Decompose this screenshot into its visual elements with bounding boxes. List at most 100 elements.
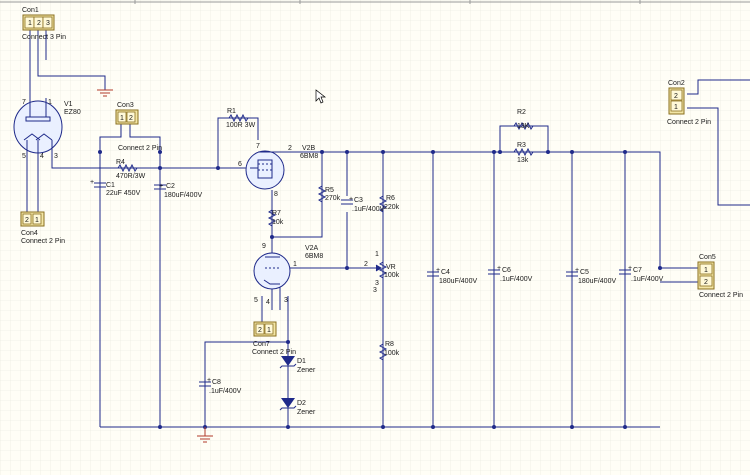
con4-desc: Connect 2 Pin <box>21 238 65 245</box>
c4-ref: C4 <box>441 269 450 276</box>
capacitor-c5[interactable]: + C5 180uF/400V <box>566 267 616 285</box>
d2-ref: D2 <box>297 400 306 407</box>
resistor-r8[interactable]: R8 100k 3 <box>373 287 400 361</box>
capacitor-c7[interactable]: + C7 .1uF/400V <box>619 265 664 283</box>
ground-symbol-top <box>97 89 113 97</box>
resistor-r6[interactable]: R6 220k <box>378 195 400 213</box>
con3-ref: Con3 <box>117 102 134 109</box>
con7-pin-1: 1 <box>267 327 271 334</box>
connector-con5[interactable]: 1 2 Con5 Connect 2 Pin <box>697 254 743 299</box>
capacitor-c4[interactable]: + C4 180uF/400V <box>427 267 477 285</box>
c1-ref: C1 <box>106 182 115 189</box>
con3-desc: Connect 2 Pin <box>118 145 162 152</box>
v1-pin-7: 7 <box>22 99 26 106</box>
d2-value: Zener <box>297 409 316 416</box>
con3-pin-1: 1 <box>120 115 124 122</box>
r1-ref: R1 <box>227 108 236 115</box>
vr-pin-3: 3 <box>375 280 379 287</box>
resistor-r4[interactable]: R4 470R/3W <box>116 159 146 180</box>
c3-ref: C3 <box>354 197 363 204</box>
svg-text:+: + <box>628 265 632 272</box>
r3-value: 13k <box>517 157 529 164</box>
con5-pin-1: 1 <box>704 267 708 274</box>
svg-text:+: + <box>90 179 94 186</box>
v2a-ref: V2A <box>305 245 319 252</box>
potentiometer-vr[interactable]: 2 1 3 VR 100k <box>364 251 400 287</box>
vr-pin-1: 1 <box>375 251 379 258</box>
v2b-pin-8: 8 <box>274 191 278 198</box>
con2-pin-1: 1 <box>674 104 678 111</box>
svg-text:+: + <box>497 265 501 272</box>
con3-pin-2: 2 <box>129 115 133 122</box>
r8-ref: R8 <box>385 341 394 348</box>
svg-text:+: + <box>436 267 440 274</box>
vr-value: 100k <box>384 272 400 279</box>
con2-desc: Connect 2 Pin <box>667 119 711 126</box>
con1-ref: Con1 <box>22 7 39 14</box>
svg-text:+: + <box>349 196 353 203</box>
v2a-pin-9: 9 <box>262 243 266 250</box>
c3-value: .1uF/400V <box>352 206 385 213</box>
c6-ref: C6 <box>502 267 511 274</box>
con4-pin-2: 2 <box>25 217 29 224</box>
c8-value: .1uF/400V <box>209 388 242 395</box>
v2a-pin-3: 3 <box>284 297 288 304</box>
v2b-ref: V2B <box>302 145 316 152</box>
capacitor-c8[interactable]: + C8 .1uF/400V <box>199 377 242 395</box>
mouse-cursor-icon <box>315 89 327 104</box>
con7-ref: Con7 <box>253 341 270 348</box>
con1-pin-1: 1 <box>28 20 32 27</box>
r4-ref: R4 <box>116 159 125 166</box>
v2b-pin-2: 2 <box>288 145 292 152</box>
connector-con7[interactable]: 2 1 Con7 Connect 2 Pin <box>252 321 296 356</box>
resistor-r1[interactable]: R1 100R 3W <box>226 108 256 129</box>
junctions <box>98 150 662 429</box>
v1-pin-1: 1 <box>48 99 52 106</box>
connector-con3[interactable]: 1 2 Con3 Connect 2 Pin <box>115 102 162 152</box>
con4-ref: Con4 <box>21 230 38 237</box>
r8-pin-3: 3 <box>373 287 377 294</box>
con1-desc: Connect 3 Pin <box>22 34 66 41</box>
r3-ref: R3 <box>517 142 526 149</box>
capacitor-c6[interactable]: + C6 .1uF/400V <box>488 265 533 283</box>
resistor-r5[interactable]: R5 270k <box>317 185 341 203</box>
capacitor-c1[interactable]: + C1 22uF 450V <box>90 179 141 197</box>
con2-ref: Con2 <box>668 80 685 87</box>
r5-ref: R5 <box>325 187 334 194</box>
r2-ref: R2 <box>517 109 526 116</box>
v2a-pin-1: 1 <box>293 261 297 268</box>
resistor-r2[interactable]: R2 13K <box>513 109 534 131</box>
con5-desc: Connect 2 Pin <box>699 292 743 299</box>
con5-ref: Con5 <box>699 254 716 261</box>
zener-d1[interactable]: D1 Zener <box>279 356 316 374</box>
connector-con4[interactable]: 2 1 Con4 Connect 2 Pin <box>20 211 65 245</box>
connector-con2[interactable]: 2 1 Con2 Connect 2 Pin <box>667 80 711 126</box>
c1-value: 22uF 450V <box>106 190 141 197</box>
vr-pin-2: 2 <box>364 261 368 268</box>
v1-pin-3: 3 <box>54 153 58 160</box>
r4-value: 470R/3W <box>116 173 146 180</box>
connector-con1[interactable]: 1 2 3 Con1 Connect 3 Pin <box>22 7 66 41</box>
c8-ref: C8 <box>212 379 221 386</box>
svg-text:+: + <box>159 183 163 190</box>
zener-d2[interactable]: D2 Zener <box>279 398 316 416</box>
v2a-type: 6BM8 <box>305 253 323 260</box>
r7-ref: R7 <box>272 210 281 217</box>
tube-v2b[interactable]: 7 2 6 8 V2B 6BM8 <box>238 143 318 198</box>
tube-v1[interactable]: 7 1 5 4 3 V1 EZ80 <box>13 98 81 160</box>
con4-pin-1: 1 <box>35 217 39 224</box>
tube-v2a[interactable]: 9 1 5 4 3 V2A 6BM8 <box>253 243 323 310</box>
v2b-type: 6BM8 <box>300 153 318 160</box>
c5-value: 180uF/400V <box>578 278 616 285</box>
capacitor-c2[interactable]: + C2 180uF/400V <box>154 183 202 199</box>
c2-ref: C2 <box>166 183 175 190</box>
r2-value: 13K <box>517 123 530 130</box>
resistor-r7[interactable]: R7 10k <box>267 209 284 227</box>
resistor-r3[interactable]: R3 13k <box>513 142 534 164</box>
capacitor-c3[interactable]: + C3 .1uF/400V <box>341 196 385 213</box>
r8-value: 100k <box>384 350 400 357</box>
r5-value: 270k <box>325 195 341 202</box>
con7-pin-2: 2 <box>258 327 262 334</box>
